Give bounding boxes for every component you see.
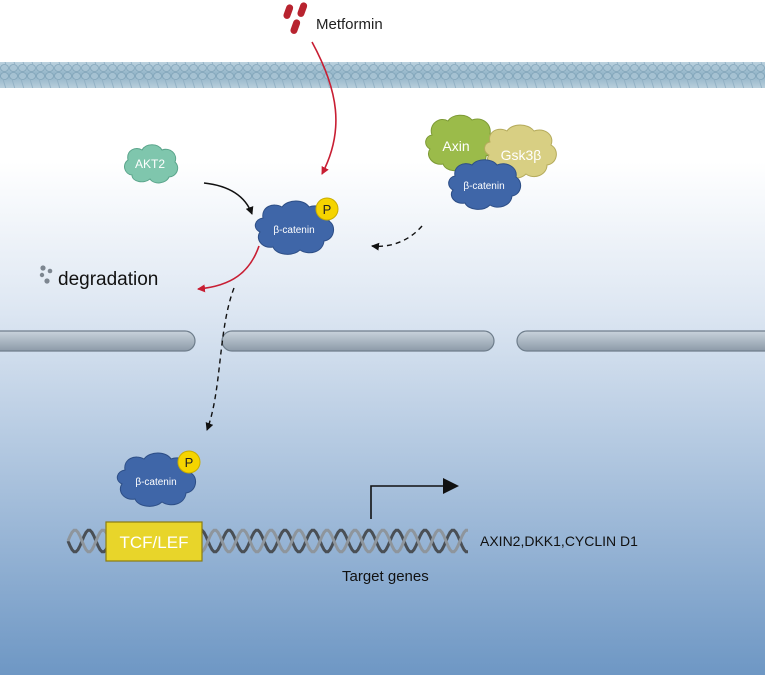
complex-beta-catenin-label: β-catenin bbox=[463, 181, 504, 192]
destruction-complex: Axin Gsk3β β-catenin bbox=[425, 114, 557, 210]
metformin-label: Metformin bbox=[316, 16, 383, 33]
nuclear-envelope bbox=[0, 330, 765, 352]
axin-label: Axin bbox=[442, 138, 469, 154]
tcf-lef-box bbox=[105, 521, 203, 562]
metformin-molecule-icon bbox=[283, 2, 308, 34]
nuclear-phosphate-badge bbox=[177, 450, 201, 474]
akt2-label: AKT2 bbox=[135, 157, 165, 171]
cell-membrane bbox=[0, 62, 765, 88]
nuclear-beta-catenin-protein: β-catenin P bbox=[116, 450, 201, 507]
beta-catenin-label: β-catenin bbox=[273, 225, 314, 236]
akt2-arrow bbox=[203, 182, 254, 215]
beta-catenin-phospho-protein: β-catenin P bbox=[254, 197, 339, 255]
gene-list-label: AXIN2,DKK1,CYCLIN D1 bbox=[480, 533, 638, 549]
nuclear-phosphate-label: P bbox=[185, 455, 194, 470]
axin-protein bbox=[425, 114, 496, 172]
degradation-arrow bbox=[197, 245, 260, 293]
transcription-arrowhead bbox=[443, 478, 459, 494]
nuclear-import-arrow bbox=[205, 287, 235, 431]
target-genes-label: Target genes bbox=[342, 568, 429, 585]
complex-dashed-arrow bbox=[371, 225, 423, 251]
phosphate-label: P bbox=[323, 202, 332, 217]
tcf-lef-label: TCF/LEF bbox=[120, 533, 189, 552]
akt2-protein: AKT2 bbox=[124, 144, 179, 184]
complex-beta-catenin-protein bbox=[448, 159, 522, 210]
gsk3b-label: Gsk3β bbox=[501, 147, 542, 163]
transcription-start-arrow bbox=[370, 485, 446, 519]
degradation-fragments-icon bbox=[39, 265, 53, 284]
phosphate-badge bbox=[315, 197, 339, 221]
degradation-label: degradation bbox=[58, 269, 158, 290]
metformin-arrow bbox=[311, 41, 337, 175]
nuclear-beta-catenin-label: β-catenin bbox=[135, 477, 176, 488]
